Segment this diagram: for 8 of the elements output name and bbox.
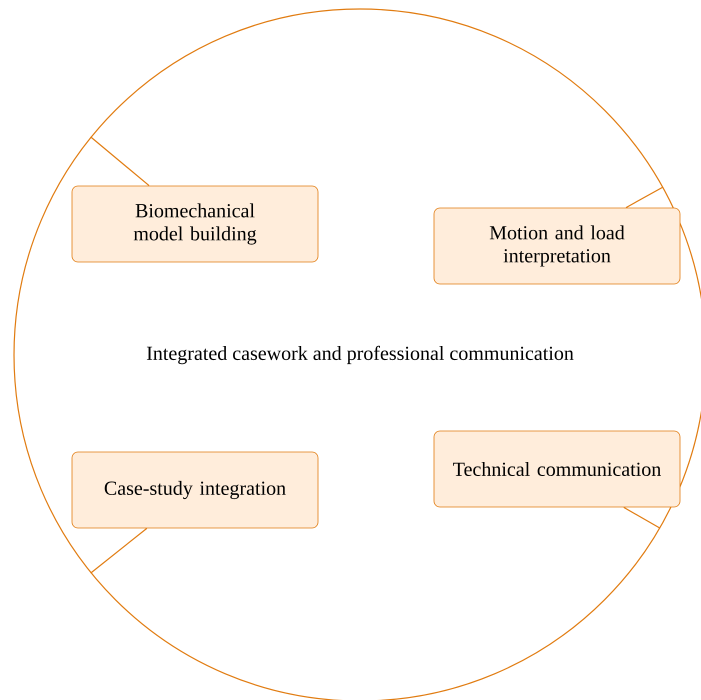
connector-line bbox=[90, 528, 148, 574]
process-box: Technical communication bbox=[434, 430, 680, 508]
connector-line bbox=[626, 186, 664, 208]
process-box: Case-study integration bbox=[72, 452, 318, 528]
connector-line bbox=[624, 506, 660, 529]
process-box: Motion and load interpretation bbox=[434, 208, 680, 284]
connector-line bbox=[90, 136, 150, 186]
process-box: Biomechanical model building bbox=[72, 186, 318, 262]
